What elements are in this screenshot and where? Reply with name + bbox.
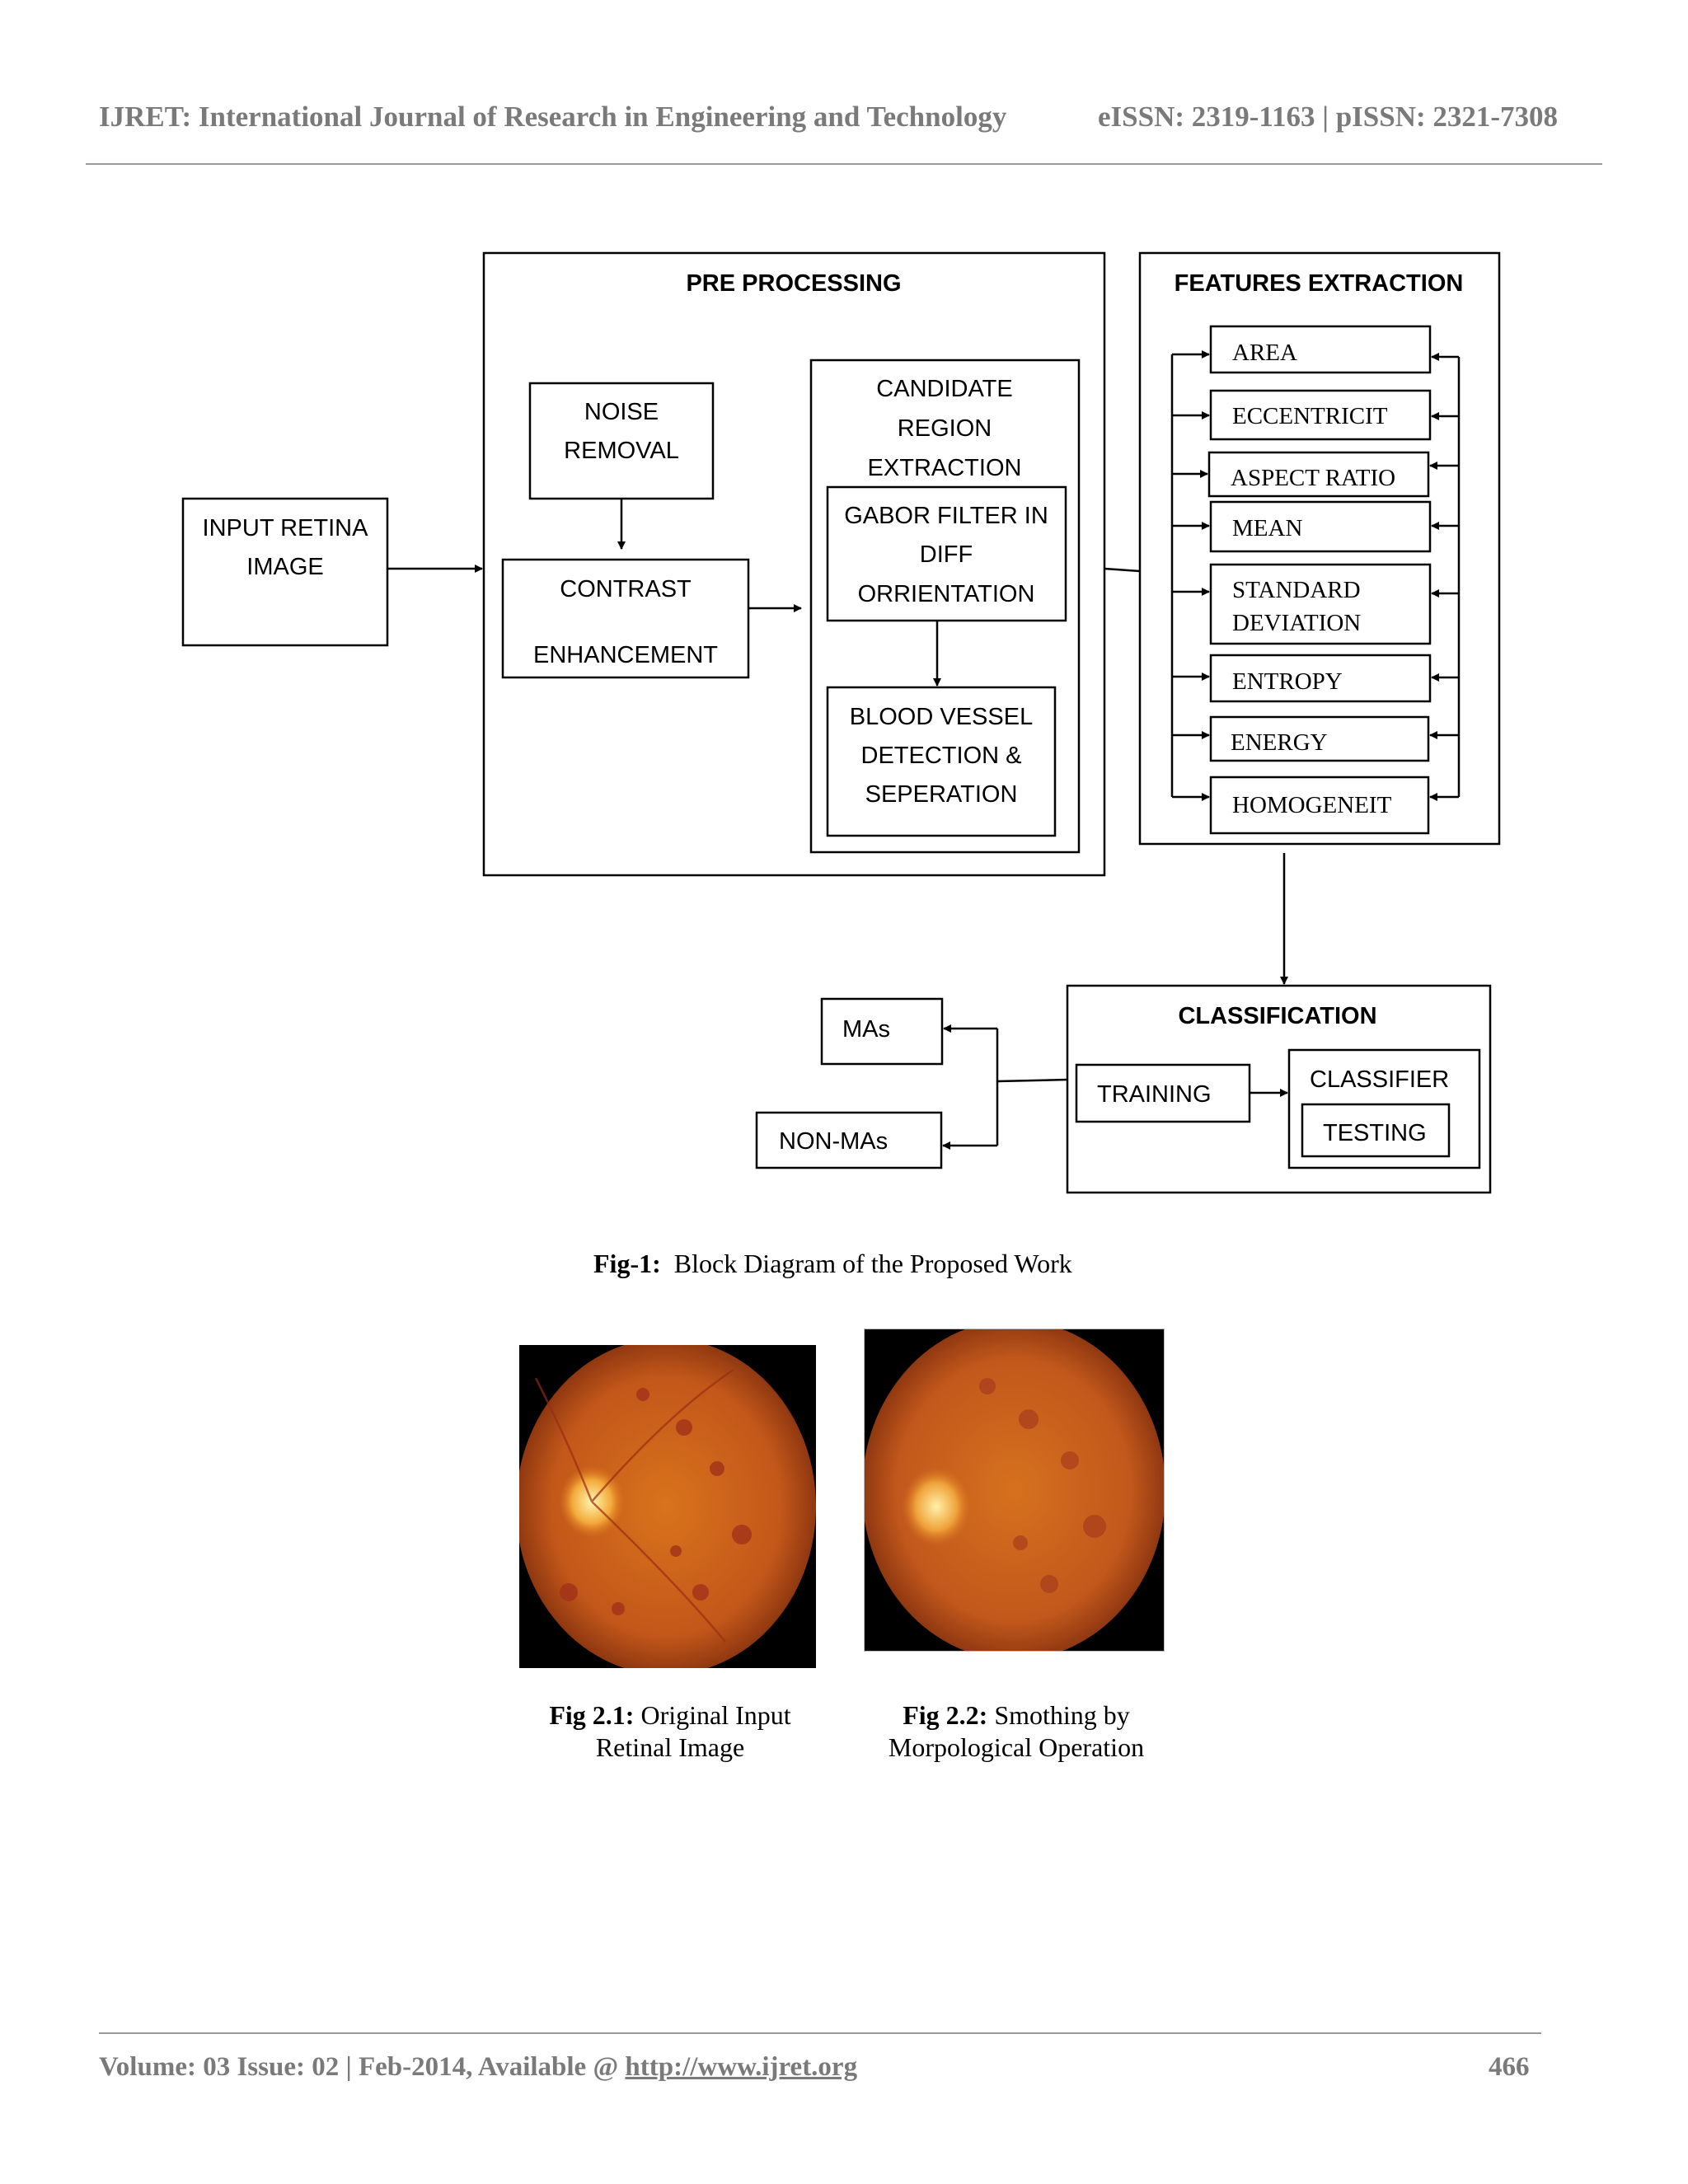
gabor-label-1: GABOR FILTER IN: [844, 503, 1048, 529]
candidate-label-2: REGION: [898, 415, 992, 442]
features-title: FEATURES EXTRACTION: [1175, 270, 1464, 297]
noise-label-1: NOISE: [584, 399, 659, 425]
feature-energy: ENERGY: [1231, 729, 1328, 756]
feature-sd-1: STANDARD: [1232, 577, 1361, 603]
candidate-label-3: EXTRACTION: [868, 455, 1022, 481]
feature-area: AREA: [1232, 340, 1297, 366]
feature-entropy-box: [1209, 654, 1432, 703]
features-box: [1138, 251, 1501, 846]
journal-title: IJRET: International Journal of Research…: [99, 101, 1007, 133]
contrast-label-2: ENHANCEMENT: [533, 642, 718, 668]
fig1-label: Fig-1:: [593, 1249, 661, 1278]
mas-box: [820, 997, 944, 1066]
feature-mean-box: [1209, 500, 1432, 553]
fig21-text2: Retinal Image: [595, 1732, 745, 1762]
gabor-label-2: DIFF: [920, 541, 973, 568]
fig21-label: Fig 2.1:: [549, 1700, 635, 1730]
fig22-text1: Smothing by: [994, 1700, 1130, 1730]
issn-text: eISSN: 2319-1163 | pISSN: 2321-7308: [1098, 101, 1559, 133]
mas-label: MAs: [842, 1016, 890, 1043]
journal-link[interactable]: http://www.ijret.org: [625, 2052, 858, 2082]
feature-ecc-box: [1209, 389, 1432, 441]
header-rule: [86, 163, 1602, 165]
vessel-label-2: DETECTION &: [861, 743, 1022, 769]
feature-mean: MEAN: [1232, 515, 1302, 541]
noise-label-2: REMOVAL: [564, 438, 679, 464]
feature-energy-box: [1209, 715, 1430, 762]
block-diagram: INPUT RETINA IMAGE PRE PROCESSING NOISE …: [181, 251, 1501, 1194]
preprocessing-title: PRE PROCESSING: [686, 270, 901, 297]
contrast-box: [501, 558, 750, 679]
fig22-text2: Morpological Operation: [888, 1732, 1145, 1762]
original-retinal-image: [519, 1345, 816, 1668]
feature-homog-box: [1209, 776, 1430, 835]
feature-eccentricity: ECCENTRICIT: [1232, 403, 1388, 429]
feature-sd-box: [1209, 563, 1432, 645]
fig22-caption: Fig 2.2: Smothing by Morpological Operat…: [865, 1699, 1167, 1764]
candidate-box: [809, 359, 1081, 854]
input-label-2: IMAGE: [246, 554, 323, 580]
training-label: TRAINING: [1097, 1081, 1212, 1108]
fig1-text: Block Diagram of the Proposed Work: [673, 1249, 1072, 1278]
vessel-box: [826, 686, 1057, 837]
candidate-label-1: CANDIDATE: [876, 376, 1012, 402]
nonmas-label: NON-MAs: [779, 1128, 888, 1155]
classifier-label: CLASSIFIER: [1310, 1066, 1449, 1093]
fig22-label: Fig 2.2:: [903, 1700, 988, 1730]
feature-area-box: [1209, 325, 1432, 374]
nonmas-box: [755, 1111, 943, 1169]
footer-volume-text: Volume: 03 Issue: 02 | Feb-2014, Availab…: [99, 2052, 626, 2082]
gabor-label-3: ORRIENTATION: [858, 581, 1035, 607]
feature-entropy: ENTROPY: [1232, 668, 1343, 695]
vessel-label-1: BLOOD VESSEL: [850, 704, 1033, 730]
classification-title: CLASSIFICATION: [1178, 1003, 1376, 1029]
classification-box: [1066, 984, 1492, 1194]
classifier-box: [1287, 1048, 1481, 1169]
gabor-box: [826, 485, 1067, 622]
fig21-caption: Fig 2.1: Original Input Retinal Image: [546, 1699, 794, 1764]
feature-homogeneity: HOMOGENEIT: [1232, 792, 1392, 818]
testing-box: [1301, 1103, 1451, 1158]
vessel-label-3: SEPERATION: [865, 781, 1018, 808]
feature-ar-box: [1207, 451, 1430, 498]
contrast-label-1: CONTRAST: [560, 576, 692, 602]
fig1-caption: Fig-1: Block Diagram of the Proposed Wor…: [593, 1249, 1072, 1279]
footer-rule: [99, 2032, 1541, 2034]
input-label-1: INPUT RETINA: [203, 515, 369, 541]
preprocessing-box: [482, 251, 1106, 877]
input-box: [181, 497, 389, 647]
page-number: 466: [1489, 2052, 1530, 2082]
feature-aspect-ratio: ASPECT RATIO: [1231, 465, 1395, 491]
testing-label: TESTING: [1323, 1120, 1427, 1146]
smoothed-retinal-image: [864, 1329, 1165, 1652]
fig21-text1: Original Input: [640, 1700, 791, 1730]
feature-sd-2: DEVIATION: [1232, 610, 1361, 636]
footer-volume: Volume: 03 Issue: 02 | Feb-2014, Availab…: [99, 2052, 857, 2083]
